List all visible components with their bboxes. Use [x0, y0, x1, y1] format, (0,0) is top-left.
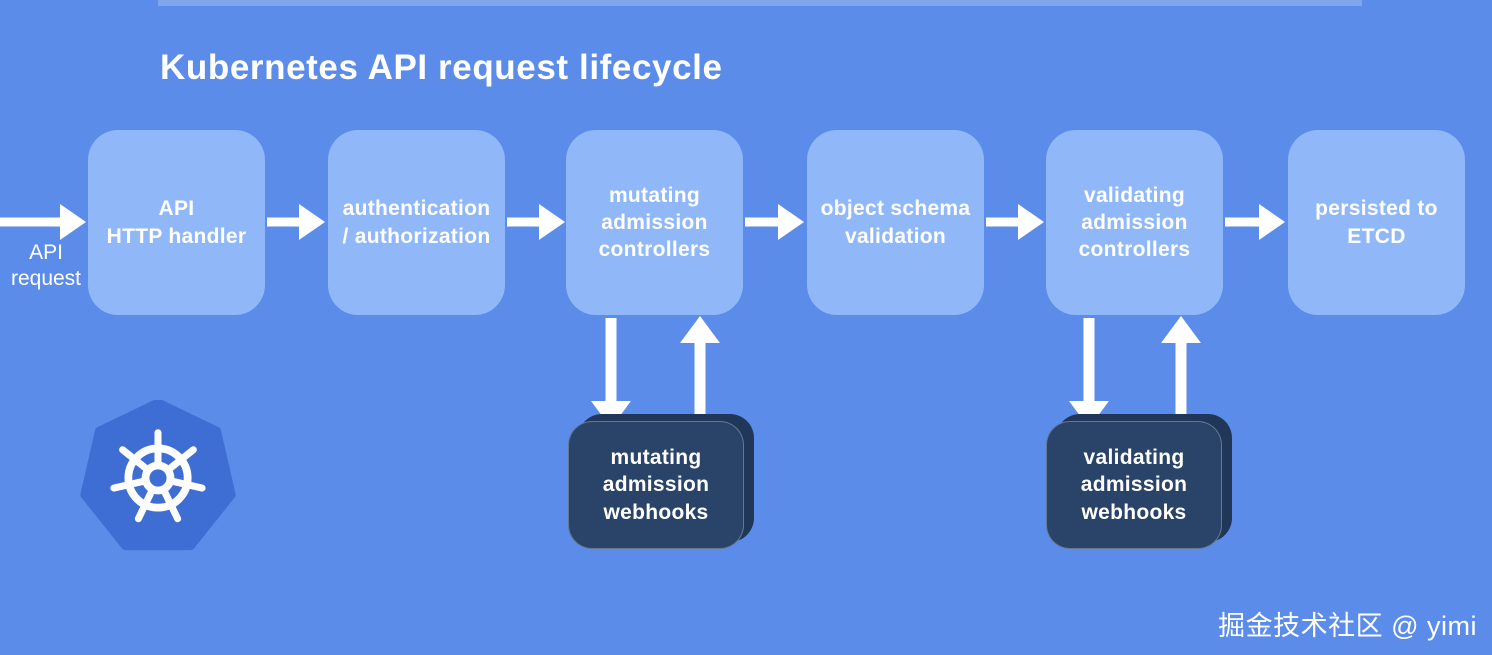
mutating-webhook-down-arrow	[590, 318, 632, 428]
flow-arrow-5-head-icon	[1259, 204, 1285, 240]
stage-box-authentication-authorization: authentication / authorization	[328, 130, 505, 315]
flow-arrow-5-shaft	[1225, 217, 1263, 227]
flow-arrow-1-head-icon	[299, 204, 325, 240]
arrow-shaft	[1083, 318, 1095, 404]
validating-webhook-down-arrow	[1068, 318, 1110, 428]
mutating-admission-webhooks-box: mutating admission webhooks	[568, 421, 744, 549]
stage-box-validating-admission-controllers: validating admission controllers	[1046, 130, 1223, 315]
entry-arrow-head-icon	[60, 204, 86, 240]
stage-box-persisted-to-etcd: persisted to ETCD	[1288, 130, 1465, 315]
arrow-shaft	[605, 318, 617, 404]
flow-arrow-4-head-icon	[1018, 204, 1044, 240]
flow-arrow-1-shaft	[267, 217, 303, 227]
kubernetes-logo-icon	[80, 400, 236, 551]
arrow-shaft	[1175, 340, 1187, 426]
flow-arrow-3-head-icon	[778, 204, 804, 240]
validating-admission-webhooks-box: validating admission webhooks	[1046, 421, 1222, 549]
flow-arrow-1	[267, 204, 325, 240]
flow-arrow-4-shaft	[986, 217, 1022, 227]
api-request-label: API request	[10, 241, 82, 291]
watermark-text: 掘金技术社区 @ yimi	[1218, 611, 1477, 641]
flow-arrow-4	[986, 204, 1044, 240]
top-accent-strip	[158, 0, 1362, 6]
stage-box-object-schema-validation: object schema validation	[807, 130, 984, 315]
mutating-webhook-up-arrow	[679, 316, 721, 426]
entry-arrow	[0, 204, 86, 240]
stage-box-mutating-admission-controllers: mutating admission controllers	[566, 130, 743, 315]
arrow-up-head-icon	[680, 316, 720, 343]
flow-arrow-3-shaft	[745, 217, 782, 227]
arrow-shaft	[694, 340, 706, 426]
flow-arrow-2	[507, 204, 565, 240]
page-title: Kubernetes API request lifecycle	[160, 48, 723, 87]
flow-arrow-3	[745, 204, 804, 240]
flow-arrow-2-head-icon	[539, 204, 565, 240]
flow-arrow-2-shaft	[507, 217, 543, 227]
flow-arrow-5	[1225, 204, 1285, 240]
entry-arrow-shaft	[0, 217, 64, 227]
validating-webhook-up-arrow	[1160, 316, 1202, 426]
stage-box-api-http-handler: API HTTP handler	[88, 130, 265, 315]
arrow-up-head-icon	[1161, 316, 1201, 343]
